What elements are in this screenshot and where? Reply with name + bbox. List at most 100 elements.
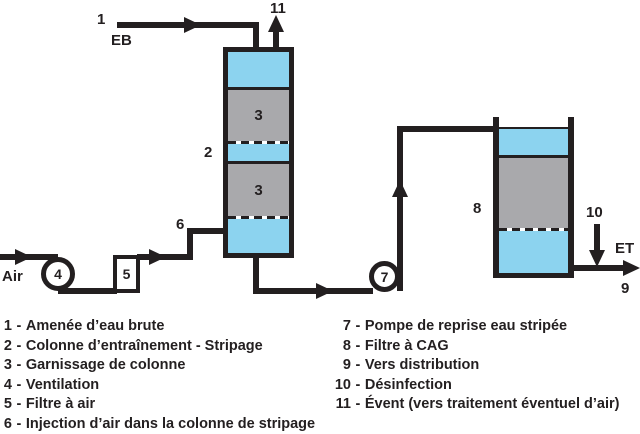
legend-item: 3-Garnissage de colonne [2, 356, 315, 376]
legend-separator: - [16, 396, 22, 413]
stream-label-eb: EB [111, 32, 132, 49]
legend-number: 7 [342, 318, 351, 334]
water-surface-line [499, 127, 568, 129]
pipe-treated-water [574, 265, 628, 271]
pipe-disinfection [594, 224, 600, 252]
stream-label-8: 8 [473, 200, 482, 217]
stream-label-6: 6 [176, 216, 185, 233]
legend-number: 9 [342, 357, 351, 374]
legend-item: 7-Pompe de reprise eau stripée [333, 317, 620, 337]
flow-arrow-filter-out [149, 249, 166, 265]
legend-separator: - [16, 415, 22, 432]
legend-separator: - [16, 337, 22, 354]
legend-text: Désinfection [364, 376, 452, 393]
open-top-spacer [499, 117, 568, 127]
water-mid-section [228, 144, 289, 161]
packing-section-bottom: 3 [228, 164, 289, 216]
packing-label: 3 [254, 181, 263, 199]
flow-arrow-treated-water [623, 260, 640, 276]
legend-item: 5-Filtre à air [2, 395, 315, 415]
legend-text: Vers distribution [364, 357, 480, 374]
legend-item: 10-Désinfection [333, 376, 620, 396]
blower-circle: 4 [41, 257, 75, 291]
legend-number: 4 [3, 376, 12, 393]
packing-support-grid [228, 141, 289, 144]
pipe-column-outlet-horizontal [253, 288, 373, 294]
water-headspace-section [228, 52, 289, 87]
legend-separator: - [355, 337, 361, 354]
pipe-vent [273, 30, 279, 49]
legend-item: 9-Vers distribution [333, 356, 620, 376]
packing-label: 3 [254, 107, 263, 124]
pipe-blower-to-filter [58, 288, 117, 294]
legend-text: Filtre à CAG [364, 337, 449, 354]
media-support-grid [499, 228, 568, 231]
cag-filter-column [493, 117, 574, 278]
legend-text: Garnissage de colonne [25, 357, 186, 374]
pipe-to-cag-filter [397, 126, 499, 132]
legend-text: Évent (vers traitement éventuel d’air) [364, 396, 620, 413]
pipe-injection-horizontal [187, 228, 225, 234]
legend-number: 10 [334, 376, 351, 393]
section-divider [499, 155, 568, 158]
legend-separator: - [355, 357, 361, 374]
legend-number: 11 [335, 396, 351, 413]
flow-arrow-air-inlet [15, 249, 32, 265]
air-filter-label: 5 [122, 266, 131, 282]
legend-text: Amenée d’eau brute [25, 318, 165, 334]
pump-circle: 7 [369, 261, 400, 292]
packing-support-grid [228, 216, 289, 219]
section-divider [228, 87, 289, 90]
legend-text: Pompe de reprise eau stripée [364, 318, 568, 334]
flow-arrow-to-pump [316, 283, 333, 299]
cag-media-section [499, 158, 568, 228]
legend-separator: - [16, 318, 22, 334]
legend-item: 4-Ventilation [2, 376, 315, 396]
legend-number: 3 [3, 357, 12, 374]
legend-number: 8 [342, 337, 351, 354]
pipe-injection-riser [187, 228, 193, 260]
legend-text: Filtre à air [25, 396, 96, 413]
legend-separator: - [16, 376, 22, 393]
legend-text: Injection d’air dans la colonne de strip… [25, 415, 316, 432]
stream-label-11: 11 [270, 0, 286, 17]
legend-item: 11-Évent (vers traitement éventuel d’air… [333, 395, 620, 415]
stripping-column: 3 3 [223, 47, 294, 258]
legend-text: Colonne d’entraînement - Stripage [25, 337, 263, 354]
legend-separator: - [355, 396, 361, 413]
legend-item: 1-Amenée d’eau brute [2, 317, 315, 337]
legend-right-column: 7-Pompe de reprise eau stripée 8-Filtre … [333, 317, 620, 415]
pipe-column-outlet-vertical [253, 255, 259, 294]
legend-left-column: 1-Amenée d’eau brute 2-Colonne d’entraîn… [2, 317, 315, 434]
stream-label-2: 2 [204, 144, 213, 161]
stream-label-10: 10 [586, 204, 603, 221]
water-top-section [499, 129, 568, 155]
legend-item: 8-Filtre à CAG [333, 337, 620, 357]
stream-label-air: Air [2, 268, 23, 285]
legend-item: 6-Injection d’air dans la colonne de str… [2, 415, 315, 434]
air-filter-box: 5 [113, 255, 140, 293]
flow-arrow-pump-riser [392, 180, 408, 197]
legend-number: 1 [3, 318, 12, 334]
legend-text: Ventilation [25, 376, 100, 393]
blower-label: 4 [54, 266, 62, 282]
pipe-raw-water-vertical [253, 22, 259, 49]
legend-number: 2 [3, 337, 12, 354]
legend-item: 2-Colonne d’entraînement - Stripage [2, 337, 315, 357]
legend-separator: - [355, 376, 361, 393]
legend-number: 6 [3, 415, 12, 432]
pipe-pump-riser [397, 126, 403, 291]
flow-arrow-vent [268, 15, 284, 32]
flow-arrow-raw-water [184, 17, 201, 33]
pump-label: 7 [380, 268, 389, 285]
water-sump-section [228, 219, 289, 253]
stream-label-9: 9 [621, 280, 630, 297]
stream-label-et: ET [615, 240, 635, 257]
legend-number: 5 [3, 396, 12, 413]
packing-section-top: 3 [228, 90, 289, 141]
section-divider [228, 161, 289, 164]
legend-separator: - [355, 318, 361, 334]
stream-label-1: 1 [97, 11, 106, 28]
flow-arrow-disinfection [589, 250, 605, 267]
